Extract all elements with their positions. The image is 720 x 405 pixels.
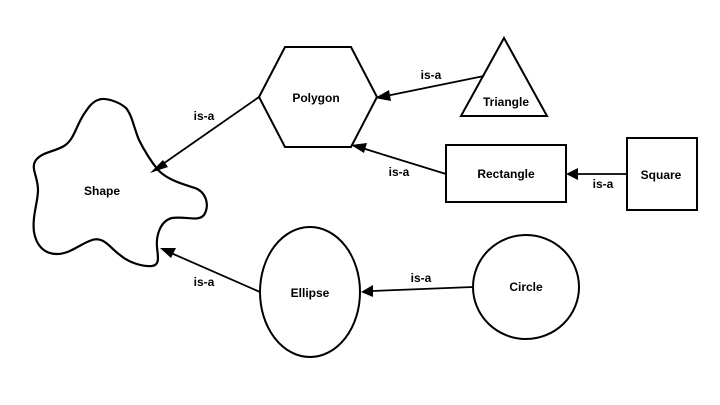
- node-label-square: Square: [641, 168, 682, 182]
- edge-square-to-rectangle: is-a: [566, 168, 627, 191]
- arrowhead-icon: [361, 285, 373, 297]
- edge-label-ellipse-shape: is-a: [194, 275, 215, 289]
- edge-label-triangle-polygon: is-a: [421, 68, 442, 82]
- edge-ellipse-to-shape: is-a: [160, 248, 261, 293]
- rectangle-outline: [445, 144, 567, 203]
- edge-line: [385, 75, 485, 97]
- edge-line: [159, 96, 260, 167]
- edge-polygon-to-shape: is-a: [150, 96, 260, 173]
- node-shape: Shape: [32, 97, 208, 268]
- node-rectangle: Rectangle: [445, 144, 567, 203]
- edge-triangle-to-polygon: is-a: [375, 68, 485, 101]
- edge-line: [170, 252, 261, 293]
- arrowhead-icon: [566, 168, 578, 180]
- arrowhead-icon: [375, 90, 391, 101]
- edge-line: [361, 147, 447, 175]
- node-label-triangle: Triangle: [483, 95, 529, 109]
- shape-blob-outline: [32, 97, 208, 268]
- square-outline: [626, 137, 698, 211]
- edge-label-rectangle-polygon: is-a: [389, 165, 410, 179]
- arrowhead-icon: [160, 248, 176, 258]
- node-label-polygon: Polygon: [292, 91, 339, 105]
- edge-rectangle-to-polygon: is-a: [351, 143, 447, 179]
- edge-label-square-rectangle: is-a: [593, 177, 614, 191]
- arrowhead-icon: [351, 143, 367, 153]
- node-ellipse: Ellipse: [259, 226, 361, 358]
- edge-label-circle-ellipse: is-a: [411, 271, 432, 285]
- node-triangle: Triangle: [459, 35, 549, 117]
- node-label-rectangle: Rectangle: [477, 167, 535, 181]
- edge-line: [371, 286, 474, 292]
- node-circle: Circle: [472, 234, 580, 340]
- node-label-circle: Circle: [509, 280, 543, 294]
- edge-label-polygon-shape: is-a: [194, 109, 215, 123]
- node-square: Square: [626, 137, 698, 211]
- node-label-shape: Shape: [84, 184, 120, 198]
- node-label-ellipse: Ellipse: [291, 286, 330, 300]
- arrowhead-icon: [150, 160, 168, 173]
- edge-circle-to-ellipse: is-a: [361, 271, 474, 297]
- node-polygon: Polygon: [257, 46, 379, 148]
